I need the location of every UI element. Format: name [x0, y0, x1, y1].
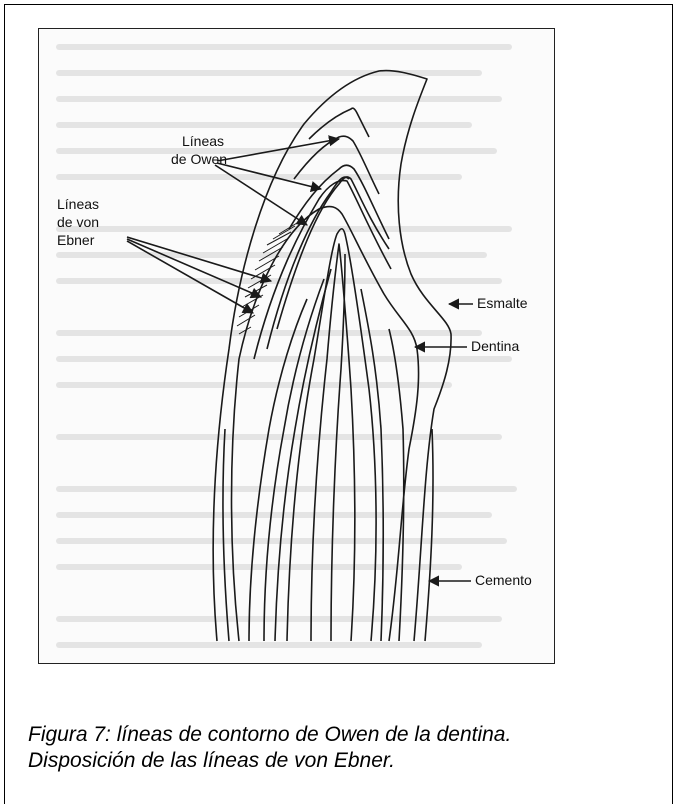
caption-line2: Disposición de las líneas de von Ebner.: [28, 748, 668, 774]
owen-label-line1: Líneas: [182, 133, 224, 150]
owen-label-line2: de Owen: [171, 151, 227, 168]
tubule-line: [275, 269, 331, 641]
ebner-arrow: [127, 239, 261, 297]
tubule-line: [389, 329, 404, 641]
figure-box: Líneas de Owen Líneas de von Ebner Esmal…: [38, 28, 555, 664]
caption-line1: Figura 7: líneas de contorno de Owen de …: [28, 722, 668, 748]
ebner-label-line1: Líneas: [57, 196, 99, 213]
ebner-arrow: [127, 241, 253, 313]
ebner-label-line3: Ebner: [57, 232, 94, 249]
cementum-line: [223, 429, 229, 641]
pulp-inner: [311, 244, 355, 641]
figure-caption: Figura 7: líneas de contorno de Owen de …: [28, 722, 668, 774]
tubule-line: [331, 254, 345, 641]
tubule-line: [361, 289, 383, 641]
dentina-label: Dentina: [471, 338, 519, 355]
esmalte-label: Esmalte: [477, 295, 528, 312]
cementum-line: [425, 429, 433, 641]
ebner-label-line2: de von: [57, 214, 99, 231]
background-show-through: [59, 47, 514, 645]
cemento-label: Cemento: [475, 572, 532, 589]
dentin-outline: [232, 207, 419, 641]
ebner-arrow: [127, 237, 271, 281]
